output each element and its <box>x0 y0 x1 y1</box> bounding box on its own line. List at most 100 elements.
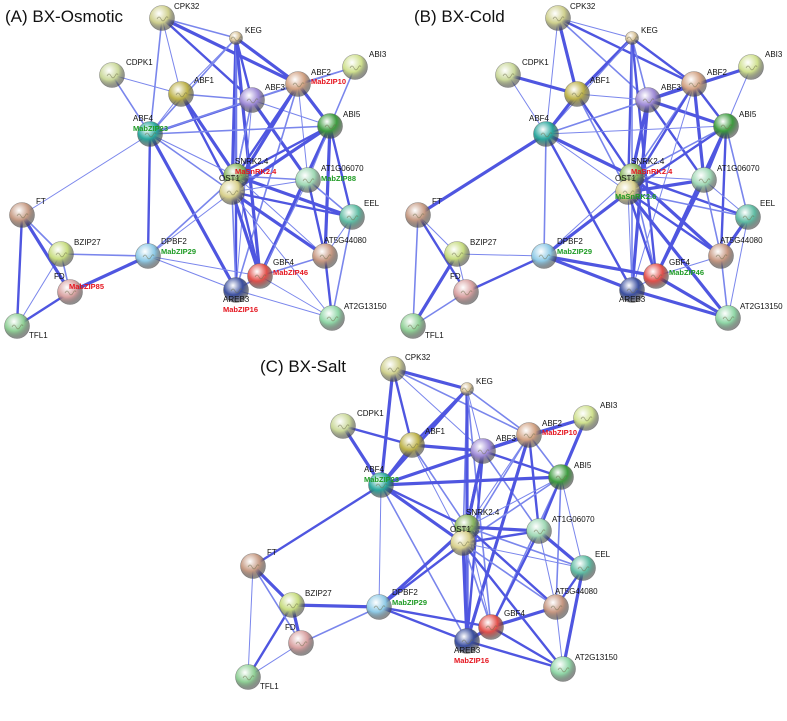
protein-node-fd[interactable] <box>453 279 479 305</box>
protein-node-cpk32[interactable] <box>380 356 406 382</box>
protein-node-areb3[interactable] <box>223 277 249 303</box>
protein-node-at2g13150[interactable] <box>715 305 741 331</box>
structure-glyph <box>642 98 655 104</box>
interaction-edge <box>379 483 469 529</box>
protein-node-abi3[interactable] <box>738 54 764 80</box>
node-label: ABF2 <box>542 419 563 428</box>
structure-glyph <box>538 254 551 260</box>
protein-node-dpbf2[interactable] <box>366 594 392 620</box>
interaction-edge <box>247 565 254 678</box>
protein-node-abf1[interactable] <box>399 432 425 458</box>
protein-node-cdpk1[interactable] <box>330 413 356 439</box>
protein-node-abf2[interactable] <box>516 422 542 448</box>
structure-glyph <box>688 82 701 88</box>
structure-glyph <box>461 525 474 531</box>
node-label: ABI3 <box>600 401 618 410</box>
structure-glyph <box>412 213 425 219</box>
structure-glyph <box>319 254 332 260</box>
protein-node-keg[interactable] <box>625 31 639 45</box>
interaction-edge <box>464 254 546 294</box>
interaction-edge <box>252 565 302 644</box>
protein-node-areb3[interactable] <box>619 277 645 303</box>
protein-node-abf1[interactable] <box>168 81 194 107</box>
protein-node-abi5[interactable] <box>713 113 739 139</box>
protein-node-bzip27[interactable] <box>444 241 470 267</box>
protein-node-ft[interactable] <box>405 202 431 228</box>
protein-node-areb3[interactable] <box>454 628 480 654</box>
protein-node-ft[interactable] <box>240 553 266 579</box>
protein-node-abf4[interactable] <box>368 472 394 498</box>
protein-node-at5g44080[interactable] <box>708 243 734 269</box>
protein-node-abi3[interactable] <box>342 54 368 80</box>
protein-node-cpk32[interactable] <box>149 5 175 31</box>
node-label: KEG <box>476 377 493 386</box>
node-label: BZIP27 <box>74 238 101 247</box>
protein-node-tfl1[interactable] <box>4 313 30 339</box>
structure-glyph <box>571 92 584 98</box>
protein-node-at2g13150[interactable] <box>319 305 345 331</box>
protein-node-bzip27[interactable] <box>279 592 305 618</box>
protein-node-gbf4[interactable] <box>247 263 273 289</box>
structure-glyph <box>477 449 490 455</box>
protein-node-abi5[interactable] <box>317 113 343 139</box>
interaction-edge <box>466 388 530 436</box>
node-label: TFL1 <box>260 682 279 691</box>
protein-node-abi5[interactable] <box>548 464 574 490</box>
protein-node-ost1[interactable] <box>219 179 245 205</box>
protein-node-eel[interactable] <box>570 555 596 581</box>
interaction-edge <box>377 605 469 643</box>
node-label: FT <box>267 548 277 557</box>
protein-node-keg[interactable] <box>229 31 243 45</box>
protein-node-tfl1[interactable] <box>235 664 261 690</box>
protein-node-at2g13150[interactable] <box>550 656 576 682</box>
structure-glyph <box>406 443 419 449</box>
node-label: AT1G06070 <box>717 164 760 173</box>
protein-node-abf1[interactable] <box>564 81 590 107</box>
node-layer: CPK32KEGCDPK1ABF1ABF3ABF2MabZIP10ABI3ABI… <box>4 2 387 340</box>
protein-node-abf4[interactable] <box>137 121 163 147</box>
protein-node-abf3[interactable] <box>635 87 661 113</box>
protein-node-eel[interactable] <box>339 204 365 230</box>
protein-node-abf4[interactable] <box>533 121 559 147</box>
protein-node-ost1[interactable] <box>615 179 641 205</box>
protein-node-cpk32[interactable] <box>545 5 571 31</box>
protein-node-dpbf2[interactable] <box>531 243 557 269</box>
interaction-edge <box>654 178 706 278</box>
node-label: ABF1 <box>194 76 215 85</box>
protein-node-abf3[interactable] <box>470 438 496 464</box>
protein-node-at1g06070[interactable] <box>526 518 552 544</box>
protein-node-ost1[interactable] <box>450 530 476 556</box>
protein-node-tfl1[interactable] <box>400 313 426 339</box>
interaction-edge <box>377 605 493 629</box>
interaction-edge <box>60 253 149 257</box>
interaction-edge <box>626 190 658 278</box>
protein-node-abf2[interactable] <box>681 71 707 97</box>
node-label: AT2G13150 <box>740 302 783 311</box>
structure-glyph <box>533 529 546 535</box>
homolog-annotation: MabZIP16 <box>223 305 258 314</box>
node-label: CPK32 <box>405 353 431 362</box>
protein-node-at5g44080[interactable] <box>312 243 338 269</box>
protein-node-at1g06070[interactable] <box>691 167 717 193</box>
protein-node-at5g44080[interactable] <box>543 594 569 620</box>
protein-node-dpbf2[interactable] <box>135 243 161 269</box>
protein-node-keg[interactable] <box>460 382 474 396</box>
protein-node-fd[interactable] <box>288 630 314 656</box>
protein-node-bzip27[interactable] <box>48 241 74 267</box>
protein-node-abf2[interactable] <box>285 71 311 97</box>
protein-node-eel[interactable] <box>735 204 761 230</box>
protein-node-at1g06070[interactable] <box>295 167 321 193</box>
protein-node-cdpk1[interactable] <box>495 62 521 88</box>
protein-node-ft[interactable] <box>9 202 35 228</box>
structure-glyph <box>324 124 337 130</box>
protein-node-cdpk1[interactable] <box>99 62 125 88</box>
node-label: AREB3 <box>454 646 481 655</box>
protein-node-fd[interactable] <box>57 279 83 305</box>
protein-node-gbf4[interactable] <box>643 263 669 289</box>
protein-node-gbf4[interactable] <box>478 614 504 640</box>
structure-glyph <box>698 178 711 184</box>
protein-node-abf3[interactable] <box>239 87 265 113</box>
interaction-edge <box>149 17 163 135</box>
protein-node-abi3[interactable] <box>573 405 599 431</box>
structure-glyph <box>11 324 24 330</box>
